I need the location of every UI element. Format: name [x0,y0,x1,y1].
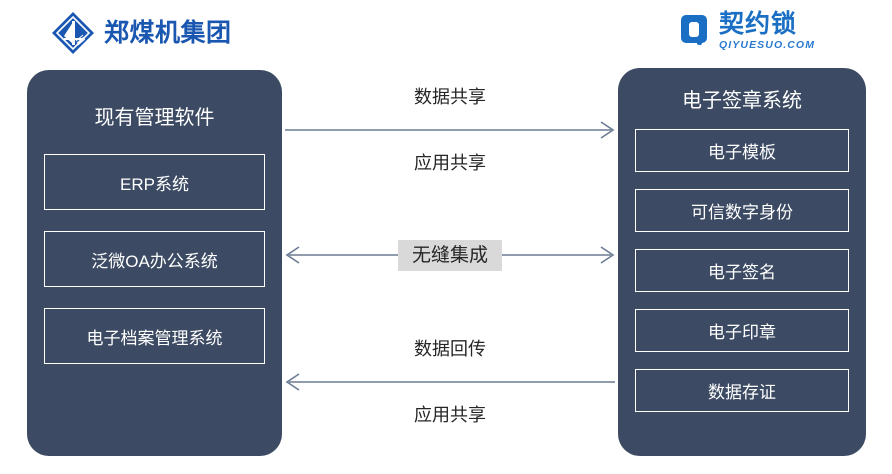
left-panel-title: 现有管理软件 [94,107,215,129]
bottom-flow-group: 数据回传 应用共享 [285,340,615,424]
qiyuesuo-q-icon [681,14,711,48]
right-brand-domain: QIYUESUO.COM [719,39,816,51]
list-item[interactable]: 电子档案管理系统 [44,308,265,364]
right-panel-item-list: 电子模板 可信数字身份 电子签名 电子印章 数据存证 [618,129,866,412]
bottom-flow-label-below: 应用共享 [414,405,486,425]
header-logo-row: 郑煤机集团 契约锁 QIYUESUO.COM [0,0,892,62]
top-flow-label-below: 应用共享 [414,153,486,173]
list-item[interactable]: 电子模板 [635,129,849,172]
right-brand-name: 契约锁 [719,10,798,38]
list-item[interactable]: 数据存证 [635,369,849,412]
middle-flow-group: 无缝集成 [285,238,615,272]
left-panel-item-list: ERP系统 泛微OA办公系统 电子档案管理系统 [27,154,282,364]
top-flow-arrow-right-icon [285,119,615,141]
list-item[interactable]: 电子签名 [635,249,849,292]
diamond-logo-icon [50,10,96,56]
list-item[interactable]: 可信数字身份 [635,189,849,232]
top-flow-label-above: 数据共享 [414,87,486,107]
left-brand-name: 郑煤机集团 [104,18,232,47]
right-brand-logo: 契约锁 QIYUESUO.COM [681,12,815,51]
electronic-signature-system-panel: 电子签章系统 电子模板 可信数字身份 电子签名 电子印章 数据存证 [618,68,866,456]
left-brand-logo: 郑煤机集团 [50,10,232,56]
bottom-flow-label-above: 数据回传 [414,339,486,359]
right-panel-title: 电子签章系统 [682,90,802,112]
existing-management-software-panel: 现有管理软件 ERP系统 泛微OA办公系统 电子档案管理系统 [27,70,282,456]
list-item[interactable]: 泛微OA办公系统 [44,231,265,287]
list-item[interactable]: 电子印章 [635,309,849,352]
list-item[interactable]: ERP系统 [44,154,265,210]
middle-flow-label: 无缝集成 [397,239,502,271]
top-flow-group: 数据共享 应用共享 [285,88,615,172]
bottom-flow-arrow-left-icon [285,371,615,393]
